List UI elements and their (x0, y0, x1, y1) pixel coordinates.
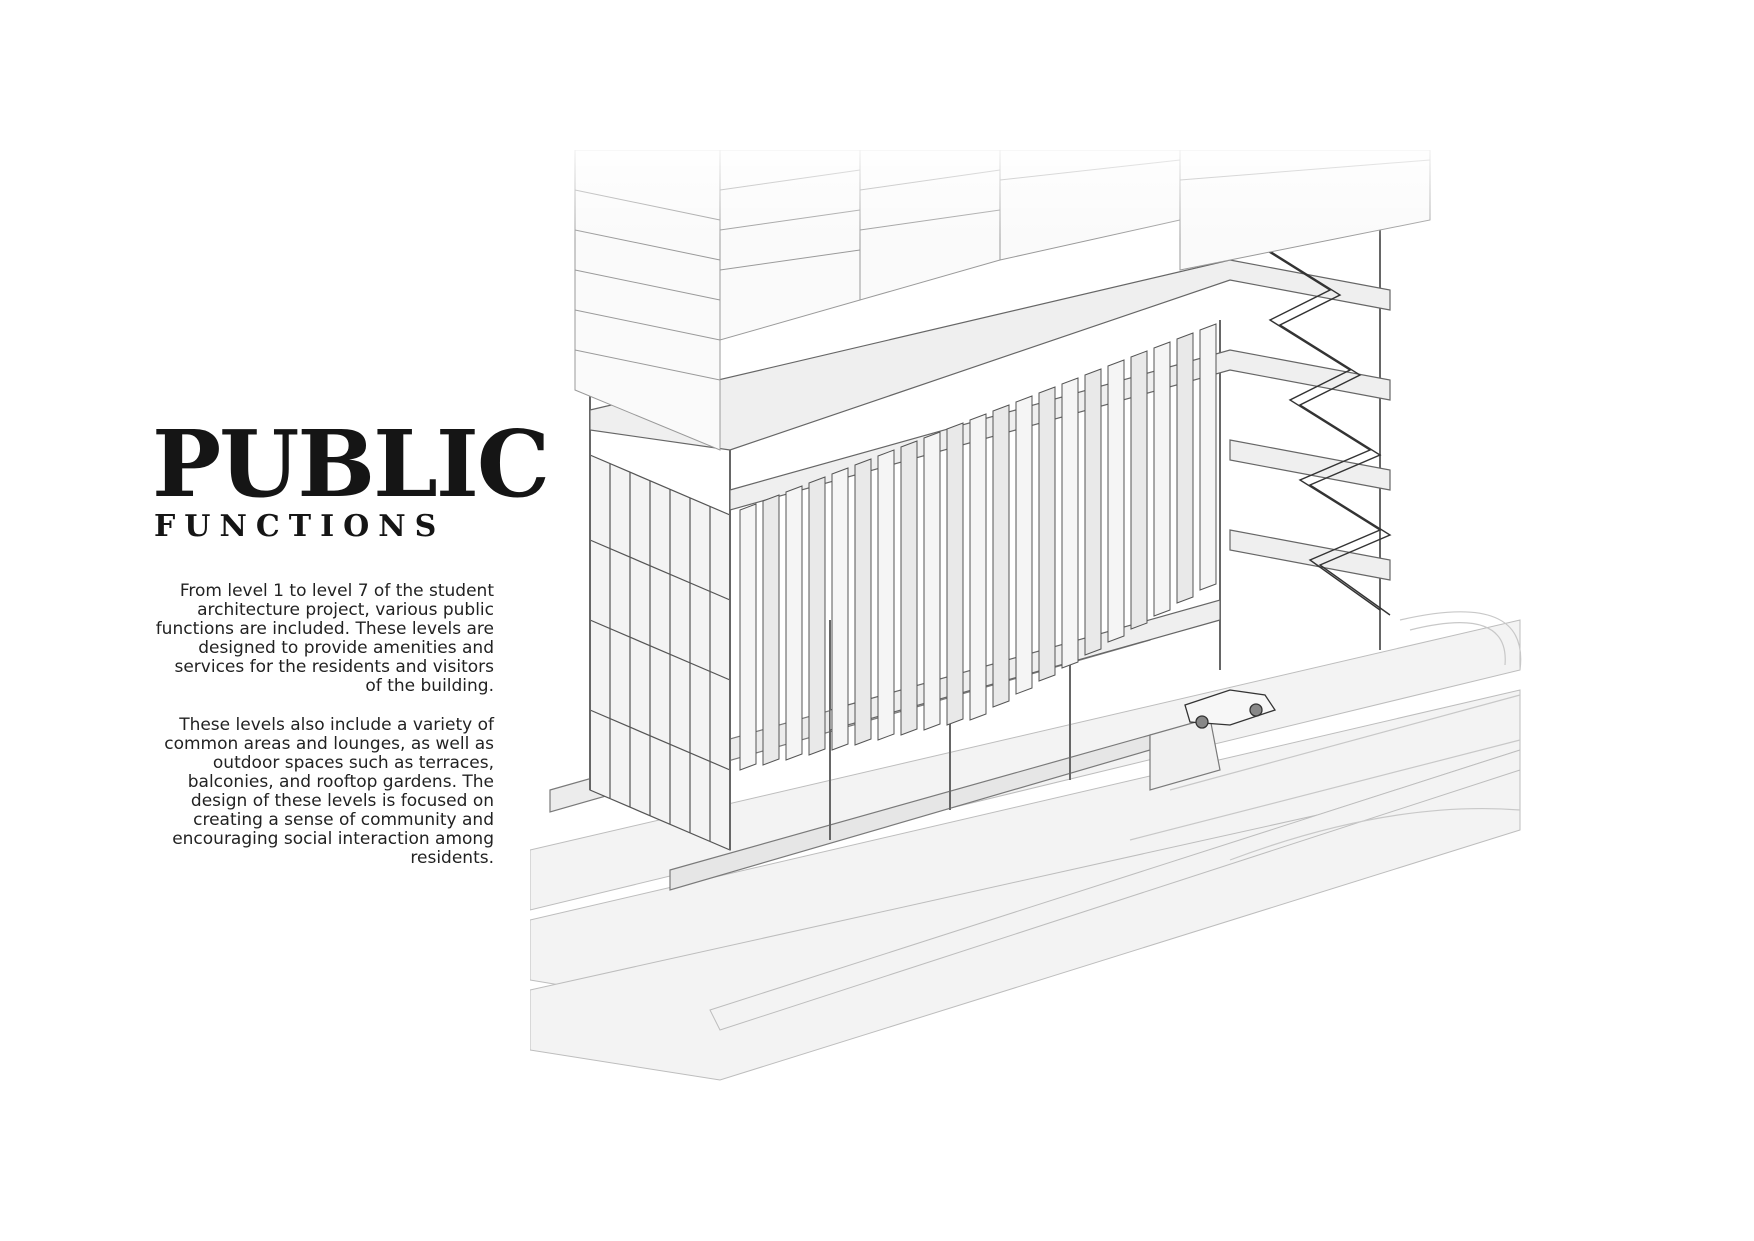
louvre-fin (1153, 341, 1171, 617)
louvre-fin (946, 422, 964, 726)
louvre-fin (1038, 386, 1056, 682)
louvre-fin (1061, 377, 1079, 669)
louvre-fin (1130, 350, 1148, 630)
description-paragraph-2: These levels also include a variety of c… (164, 715, 494, 868)
louvre-fin (1084, 368, 1102, 656)
building-axonometric-drawing (530, 150, 1730, 1081)
louvre-fin (1107, 359, 1125, 643)
louvre-fin (1176, 332, 1194, 604)
page-subtitle: FUNCTIONS (154, 509, 446, 544)
louvre-fin (900, 440, 918, 736)
louvre-fin (831, 467, 849, 751)
louvre-fin (969, 413, 987, 721)
louvre-fin (877, 449, 895, 741)
ground-slabs (530, 619, 1521, 1081)
glazed-facade (589, 454, 731, 851)
louvre-fin (923, 431, 941, 731)
page-title: PUBLIC (152, 410, 550, 518)
louvre-fin (1015, 395, 1033, 695)
louvre-fin (808, 476, 826, 756)
louvre-fin (785, 485, 803, 761)
louvre-fin (854, 458, 872, 746)
vertical-louvre-fins (739, 323, 1217, 771)
louvre-fin (762, 494, 780, 766)
car (1184, 689, 1277, 729)
louvre-fin (1199, 323, 1217, 591)
external-stair (1249, 239, 1392, 616)
louvre-fin (992, 404, 1010, 708)
description-paragraph-1: From level 1 to level 7 of the student a… (155, 581, 494, 696)
site-road (1129, 611, 1522, 861)
louvre-fin (739, 503, 757, 771)
